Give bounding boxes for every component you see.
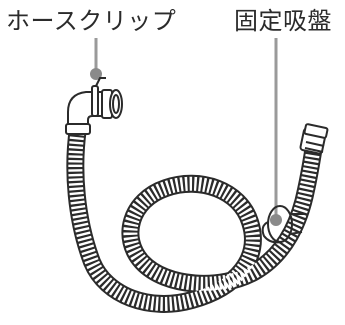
fixing-suction-cup-label: 固定吸盤 [234,7,332,35]
hose-end-connector [299,123,329,155]
fixing-suction-cup [261,205,304,244]
hose-clip-label: ホースクリップ [6,7,177,35]
suction-cup-leader [270,38,282,226]
hose-clip [91,77,106,117]
hose-clip-leader [90,38,102,80]
corrugated-hose [66,126,323,313]
